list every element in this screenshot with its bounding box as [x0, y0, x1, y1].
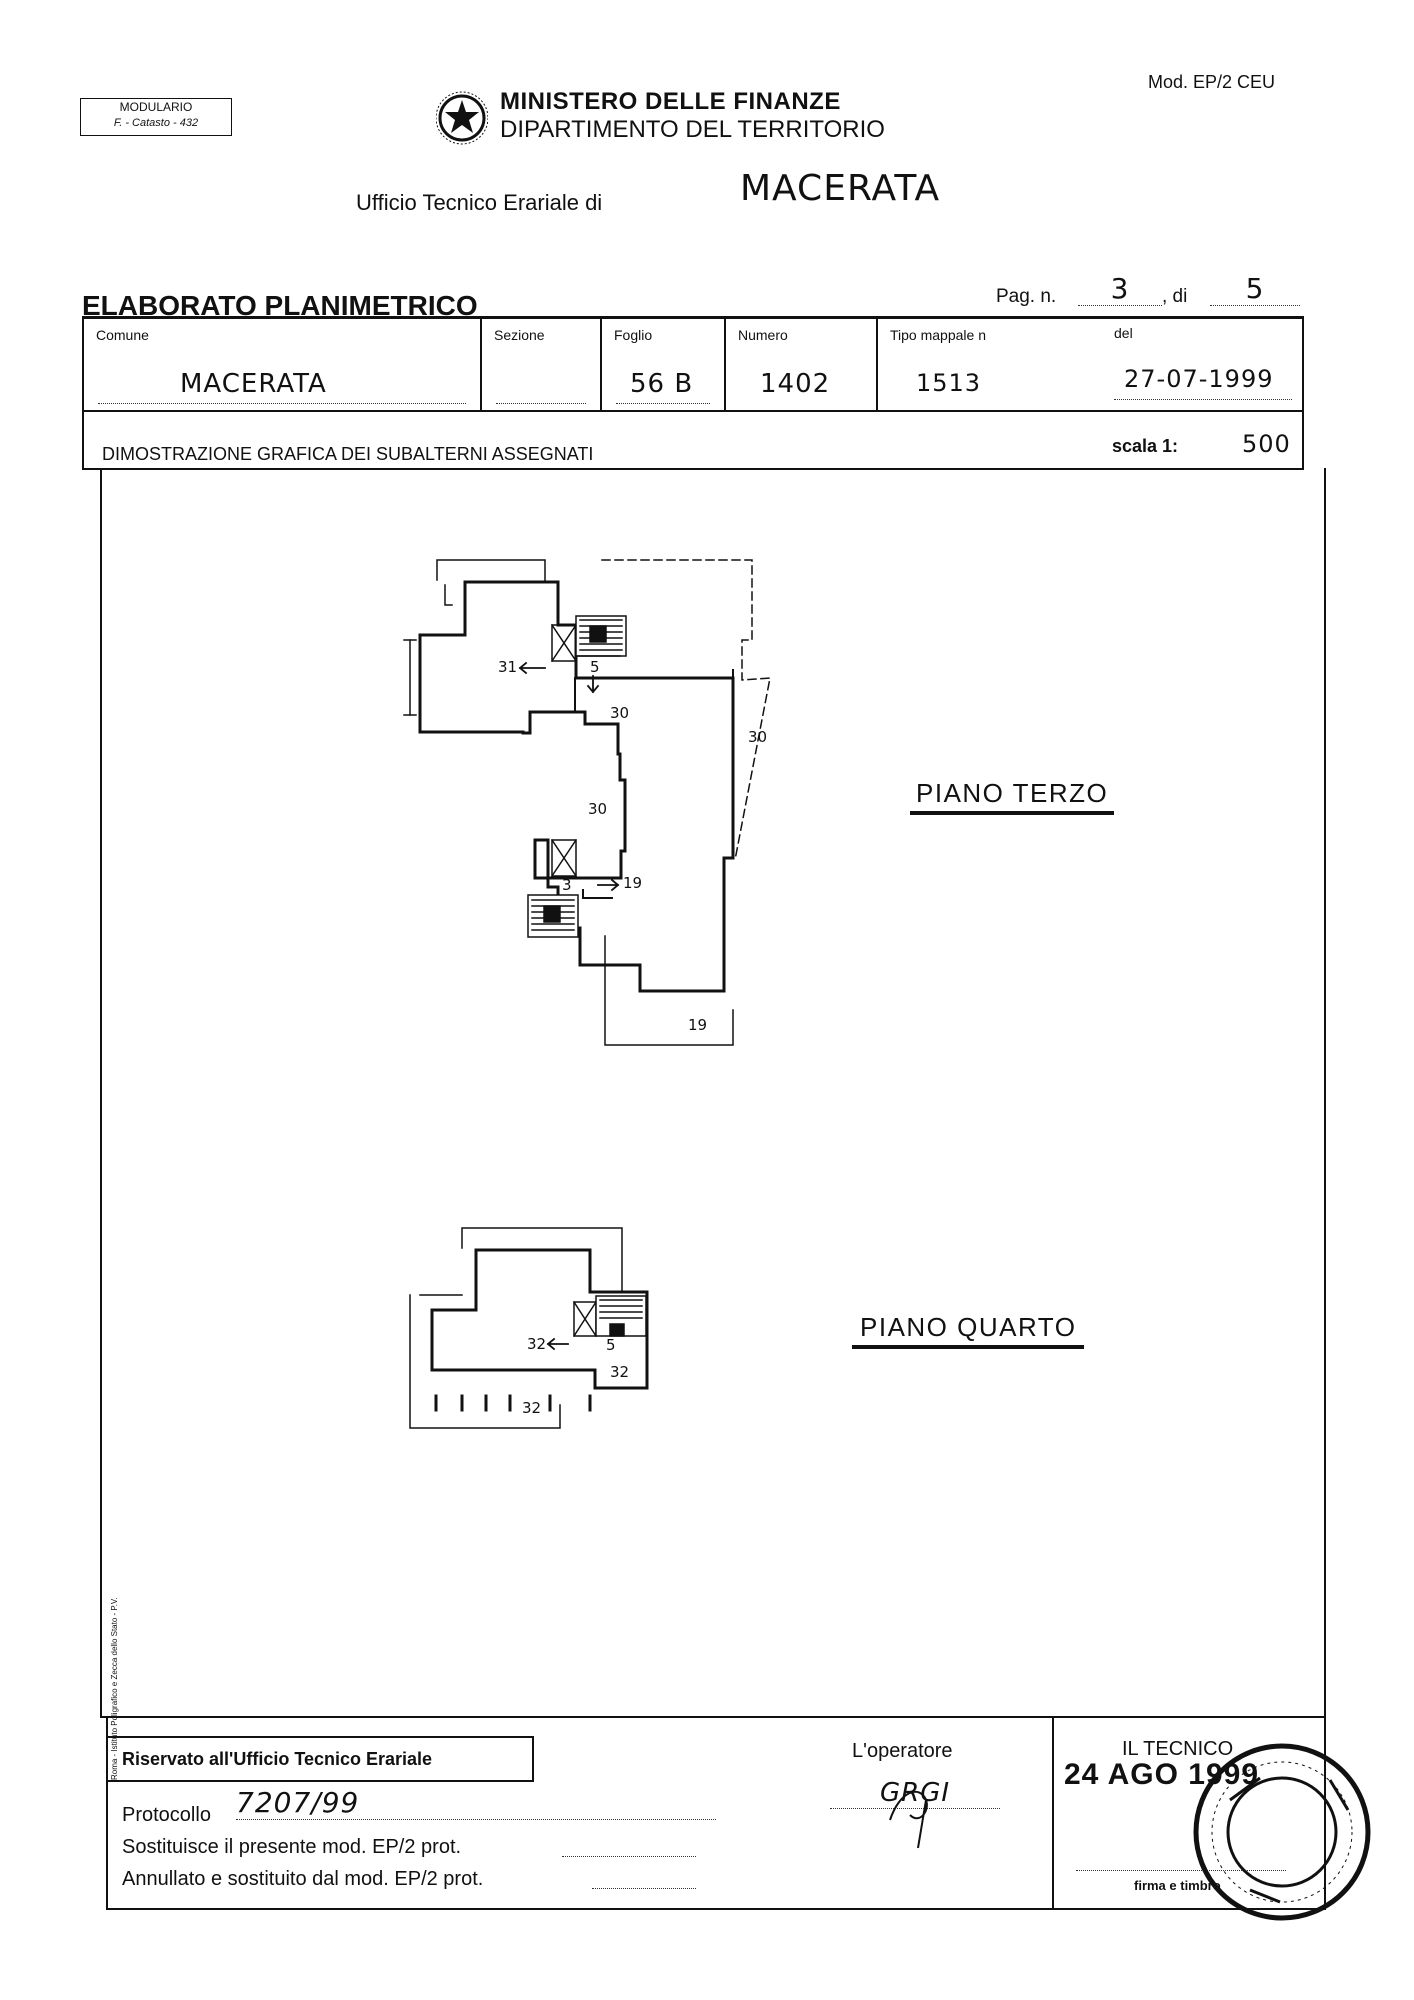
- terzo-dashed-area: [601, 559, 771, 861]
- cell-foglio: Foglio 56 B: [602, 319, 726, 410]
- sostituisce-line: Sostituisce il presente mod. EP/2 prot.: [122, 1836, 462, 1858]
- section-heading: DIMOSTRAZIONE GRAFICA DEI SUBALTERNI ASS…: [102, 444, 594, 464]
- floor-plan-terzo: 31 5 30 30 30 3 19 19: [403, 559, 771, 1046]
- reserved-box: Riservato all'Ufficio Tecnico Erariale: [106, 1736, 534, 1782]
- terzo-marks: 31 5 30 30 30 3 19 19: [498, 658, 767, 1034]
- scale-value: 500: [1242, 430, 1291, 458]
- foglio-label: Foglio: [614, 327, 653, 343]
- document-title: ELABORATO PLANIMETRICO: [82, 290, 478, 321]
- quarto-mark-4: 32: [522, 1399, 541, 1417]
- quarto-stairs: [572, 1295, 647, 1338]
- foglio-underline: [616, 403, 710, 404]
- stamp-icon: [1193, 1743, 1371, 1921]
- del-value: 27-07-1999: [1124, 365, 1274, 393]
- plan-label-terzo: PIANO TERZO: [910, 778, 1115, 815]
- office-label: Ufficio Tecnico Erariale di: [356, 190, 603, 215]
- terzo-mark-6: 3: [562, 876, 572, 894]
- protocollo-label: Protocollo: [122, 1804, 211, 1826]
- floor-plan-quarto: 32 5 32 32: [409, 1227, 649, 1429]
- terzo-mark-7: 19: [623, 874, 642, 892]
- sostituisce-underline: [562, 1856, 696, 1857]
- cell-tipo: Tipo mappale n del 1513 27-07-1999: [878, 319, 1304, 410]
- terzo-mark-3: 30: [610, 704, 629, 722]
- quarto-outline: [430, 1248, 649, 1390]
- terzo-mark-1: 31: [498, 658, 517, 676]
- modulario-box: MODULARIO F. - Catasto - 432: [80, 98, 232, 136]
- operatore-signature-mark: [889, 1790, 928, 1849]
- firma-label: firma e timbro: [1134, 1878, 1221, 1893]
- modulario-line2: F. - Catasto - 432: [113, 117, 199, 129]
- del-label: del: [1114, 325, 1133, 341]
- fields-row: Comune MACERATA Sezione Foglio 56 B Nume…: [82, 316, 1304, 412]
- terzo-mark-8: 19: [688, 1016, 707, 1034]
- section-heading-bar: DIMOSTRAZIONE GRAFICA DEI SUBALTERNI ASS…: [82, 410, 1304, 470]
- terzo-stairs-top: [550, 615, 627, 663]
- numero-value: 1402: [760, 369, 831, 399]
- tipo-value: 1513: [916, 369, 982, 397]
- terzo-mark-2: 5: [590, 658, 600, 676]
- protocollo-value: 7207/99: [236, 1786, 716, 1820]
- sezione-label: Sezione: [494, 327, 545, 343]
- quarto-mark-3: 32: [610, 1363, 629, 1381]
- emblem-icon: [436, 91, 488, 145]
- foglio-value: 56 B: [630, 369, 694, 399]
- quarto-mark-2: 5: [606, 1336, 616, 1354]
- page-number: 3: [1078, 272, 1162, 306]
- scale-label: scala 1:: [1112, 436, 1179, 456]
- tecnico-divider: [1052, 1716, 1054, 1910]
- operatore-signature: GRGI: [830, 1778, 1000, 1809]
- quarto-mark-1: 32: [527, 1335, 546, 1353]
- tecnico-label: IL TECNICO: [1122, 1738, 1234, 1760]
- quarto-columns: [434, 1394, 592, 1412]
- page-of-label: , di: [1162, 286, 1188, 307]
- numero-label: Numero: [738, 327, 788, 343]
- cell-comune: Comune MACERATA: [84, 319, 482, 410]
- plan-label-quarto: PIANO QUARTO: [852, 1312, 1085, 1349]
- terzo-mark-5: 30: [588, 800, 607, 818]
- terzo-mark-4: 30: [748, 728, 767, 746]
- reserved-title: Riservato all'Ufficio Tecnico Erariale: [122, 1749, 433, 1769]
- del-underline: [1114, 399, 1292, 400]
- firma-line: [1076, 1870, 1286, 1871]
- office-city: MACERATA: [740, 168, 941, 209]
- comune-underline: [98, 403, 466, 404]
- model-code: Mod. EP/2 CEU: [1148, 72, 1276, 92]
- annullato-underline: [592, 1888, 696, 1889]
- sezione-underline: [496, 403, 586, 404]
- page-total: 5: [1210, 272, 1300, 306]
- comune-value: MACERATA: [180, 369, 327, 399]
- footer-box: [106, 1716, 1326, 1910]
- annullato-line: Annullato e sostituito dal mod. EP/2 pro…: [122, 1868, 484, 1890]
- ministry-name: MINISTERO DELLE FINANZE: [500, 88, 841, 115]
- tipo-label: Tipo mappale n: [890, 327, 986, 343]
- tecnico-date-stamp: 24 AGO 1999: [1064, 1758, 1259, 1791]
- quarto-marks: 32 5 32 32: [522, 1335, 629, 1417]
- cell-sezione: Sezione: [482, 319, 602, 410]
- terzo-stairs-bottom: [527, 838, 579, 938]
- modulario-line1: MODULARIO: [119, 100, 193, 114]
- operatore-label: L'operatore: [852, 1740, 953, 1762]
- comune-label: Comune: [96, 327, 149, 343]
- cell-numero: Numero 1402: [726, 319, 878, 410]
- page-label: Pag. n.: [996, 286, 1057, 307]
- department-name: DIPARTIMENTO DEL TERRITORIO: [500, 116, 885, 143]
